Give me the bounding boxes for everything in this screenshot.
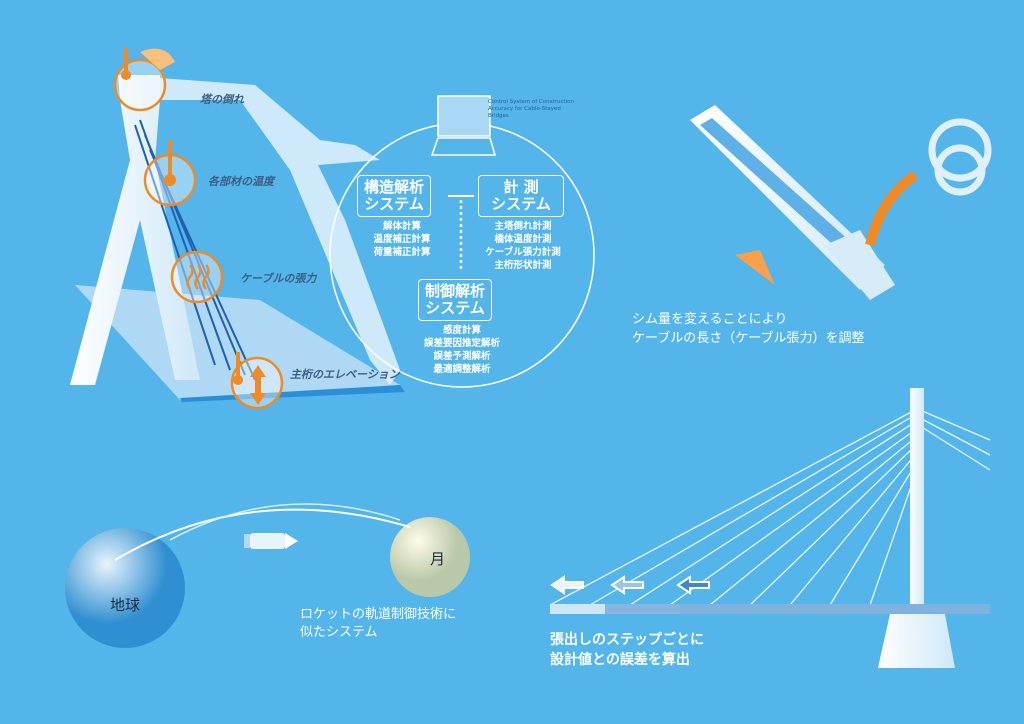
- shim-caption: シム量を変えることによりケーブルの長さ（ケーブル張力）を調整: [632, 310, 864, 348]
- label-girder-elevation: 主桁のエレベーション: [290, 368, 400, 381]
- laptop-icon: [430, 95, 497, 156]
- label-temperature: 各部材の温度: [208, 175, 274, 188]
- item: 主塔倒れ計測: [494, 221, 552, 232]
- laptop-caption: Control System of Construction Accuracy …: [488, 99, 574, 119]
- cantilever-caption: 張出しのステップごとに設計値との誤差を算出: [550, 630, 704, 670]
- caption-line: 似たシステム: [300, 625, 378, 640]
- item: 感度計算: [442, 325, 481, 336]
- moon-label: 月: [430, 550, 446, 568]
- item: 荷重補正計算: [373, 247, 431, 258]
- measurement-box: 計 測システム: [478, 175, 564, 217]
- flow-band: [160, 78, 400, 385]
- control-analysis-box: 制御解析システム: [418, 279, 493, 321]
- item: 解体計算: [382, 221, 421, 232]
- item: 主桁形状計測: [494, 260, 552, 271]
- structural-analysis-box: 構造解析システム: [357, 175, 432, 217]
- cables: [134, 119, 256, 381]
- item: 最適調整解析: [433, 364, 491, 375]
- caption-line: ケーブルの長さ（ケーブル張力）を調整: [632, 331, 865, 346]
- caption-line: シム量を変えることにより: [632, 312, 788, 327]
- caption-line: 設計値との誤差を算出: [550, 652, 690, 668]
- title-line: 計 測: [503, 178, 539, 196]
- measurement-items: 主塔倒れ計測橋体温度計測ケーブル張力計測主桁形状計測: [478, 220, 568, 272]
- label-tower-tilt: 塔の倒れ: [200, 93, 244, 106]
- earth: [65, 528, 185, 648]
- shim-icon: [928, 118, 992, 196]
- structural-items: 解体計算温度補正計算荷重補正計算: [362, 220, 442, 259]
- tower: [70, 75, 200, 385]
- rocket-icon: [244, 533, 298, 549]
- item: 橋体温度計測: [494, 234, 552, 245]
- caption-line: 張出しのステップごとに: [550, 632, 704, 648]
- control-items: 感度計算誤差要因推定解析誤差予測解析最適調整解析: [412, 324, 512, 376]
- item: ケーブル張力計測: [485, 247, 561, 258]
- item: 温度補正計算: [373, 234, 431, 245]
- moon: [390, 517, 470, 597]
- title-line: システム: [425, 299, 485, 317]
- title-line: 制御解析: [425, 282, 486, 300]
- title-line: 構造解析: [364, 178, 425, 196]
- earth-label: 地球: [110, 596, 141, 614]
- rocket-caption: ロケットの軌道制御技術に似たシステム: [300, 606, 456, 642]
- caption-line: ロケットの軌道制御技術に: [300, 607, 457, 622]
- title-line: システム: [364, 195, 424, 213]
- cable-stayed-bridge: [549, 388, 991, 668]
- title-line: システム: [491, 195, 551, 213]
- item: 誤差要因推定解析: [423, 338, 500, 349]
- label-cable-tension: ケーブルの張力: [240, 272, 317, 285]
- item: 誤差予測解析: [433, 351, 491, 362]
- cable-anchor: [690, 105, 895, 300]
